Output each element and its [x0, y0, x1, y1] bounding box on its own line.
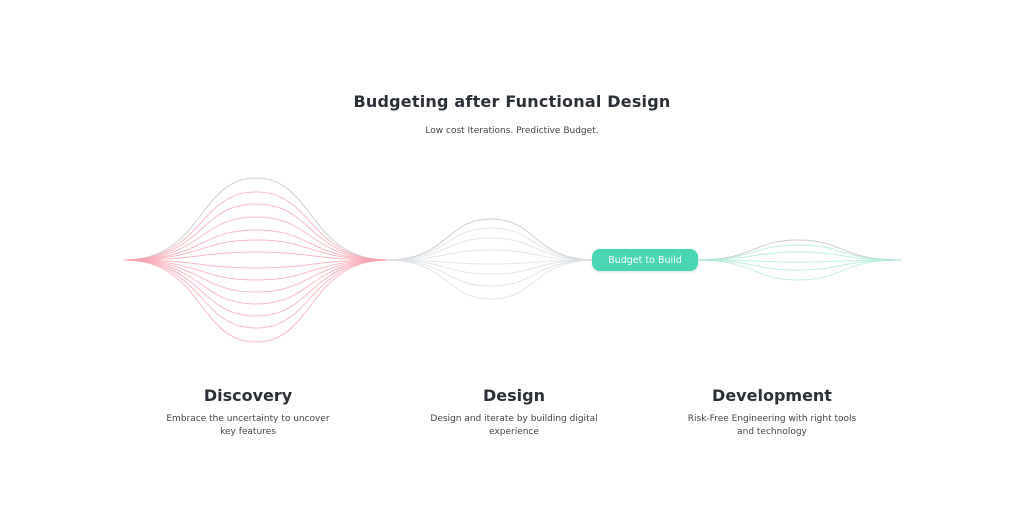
- stage-description: Design and iterate by building digital e…: [430, 414, 598, 437]
- design-wave-line: [385, 227, 597, 261]
- discovery-wave-line: [123, 259, 389, 317]
- stage-title: Design: [483, 386, 545, 405]
- development-wave-line: [693, 244, 903, 261]
- development-wave-line: [693, 239, 903, 261]
- discovery-wave-line: [123, 259, 389, 293]
- discovery-wave-line: [123, 177, 389, 261]
- design-wave-line: [385, 259, 597, 287]
- discovery-wave-line: [123, 229, 389, 261]
- stage-discovery: Discovery Embrace the uncertainty to unc…: [128, 386, 368, 439]
- discovery-wave-line: [123, 259, 389, 343]
- budget-to-build-button[interactable]: Budget to Build: [592, 249, 698, 271]
- discovery-wave-line: [123, 259, 389, 269]
- development-wave-line: [693, 259, 903, 263]
- discovery-wave-line: [123, 216, 389, 261]
- development-wave-line: [693, 251, 903, 261]
- page-subtitle: Low cost Iterations. Predictive Budget.: [425, 126, 599, 136]
- development-wave-line: [693, 259, 903, 271]
- stage-title: Development: [712, 386, 832, 405]
- design-wave-line: [385, 259, 597, 300]
- design-wave-line: [385, 218, 597, 261]
- development-wave-line: [693, 259, 903, 281]
- stage-title: Discovery: [203, 386, 293, 405]
- discovery-wave-line: [123, 239, 389, 261]
- design-wave-line: [385, 259, 597, 275]
- stage-description: Embrace the uncertainty to uncover key f…: [166, 414, 330, 437]
- discovery-wave-line: [123, 203, 389, 261]
- page-title: Budgeting after Functional Design: [353, 92, 671, 111]
- discovery-wave-line: [123, 259, 389, 281]
- design-wave-line: [385, 249, 597, 261]
- design-wave-line: [385, 237, 597, 261]
- discovery-wave-line: [123, 259, 389, 305]
- discovery-wave-line: [123, 251, 389, 261]
- discovery-wave-line: [123, 259, 389, 329]
- discovery-wave-line: [123, 191, 389, 261]
- stage-development: Development Risk-Free Engineering with r…: [652, 386, 892, 439]
- stage-design: Design Design and iterate by building di…: [394, 386, 634, 439]
- stage-description: Risk-Free Engineering with right tools a…: [687, 414, 857, 437]
- design-wave-line: [385, 259, 597, 265]
